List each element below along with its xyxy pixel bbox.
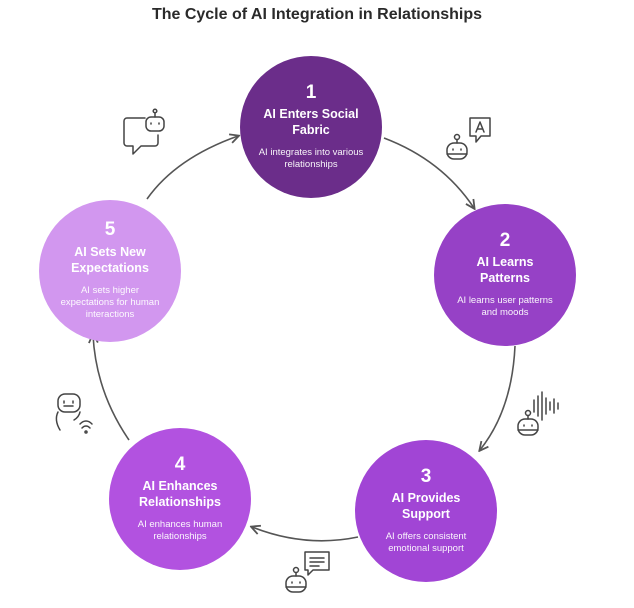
step-description: AI integrates into various relationships — [258, 146, 364, 171]
robot-soundwave-icon — [517, 391, 559, 436]
step-title: AI Sets New Expectations — [71, 245, 149, 275]
robot-wifi-icon — [55, 393, 93, 434]
arrow-3-to-4 — [252, 527, 359, 542]
step-number: 1 — [305, 81, 317, 103]
robot-chat-bubble-icon — [123, 108, 165, 155]
arrow-5-to-1 — [146, 136, 238, 200]
step-5-circle: 5 AI Sets New Expectations AI sets highe… — [39, 200, 181, 342]
step-title: AI Provides Support — [391, 491, 461, 522]
arrow-4-to-5 — [93, 335, 130, 441]
step-title: AI Enters Social Fabric — [263, 107, 359, 138]
step-1-circle: 1 AI Enters Social Fabric AI integrates … — [240, 56, 382, 198]
arrow-2-to-3 — [480, 345, 516, 450]
step-2-circle: 2 AI Learns Patterns AI learns user patt… — [434, 204, 576, 346]
step-4-circle: 4 AI Enhances Relationships AI enhances … — [109, 428, 251, 570]
step-number: 4 — [174, 453, 186, 475]
arrow-1-to-2 — [383, 137, 474, 208]
step-title: AI Learns Patterns — [476, 255, 534, 286]
step-description: AI learns user patterns and moods — [457, 294, 553, 319]
step-number: 5 — [104, 219, 116, 241]
step-description: AI offers consistent emotional support — [385, 530, 467, 555]
step-number: 3 — [420, 465, 432, 487]
step-description: AI sets higher expectations for human in… — [60, 284, 160, 321]
robot-translate-icon — [446, 117, 491, 160]
step-3-circle: 3 AI Provides Support AI offers consiste… — [355, 440, 497, 582]
step-title: AI Enhances Relationships — [139, 479, 221, 510]
robot-message-icon — [285, 551, 330, 593]
step-description: AI enhances human relationships — [137, 518, 223, 543]
diagram-title: The Cycle of AI Integration in Relations… — [151, 6, 483, 23]
step-number: 2 — [499, 229, 511, 251]
